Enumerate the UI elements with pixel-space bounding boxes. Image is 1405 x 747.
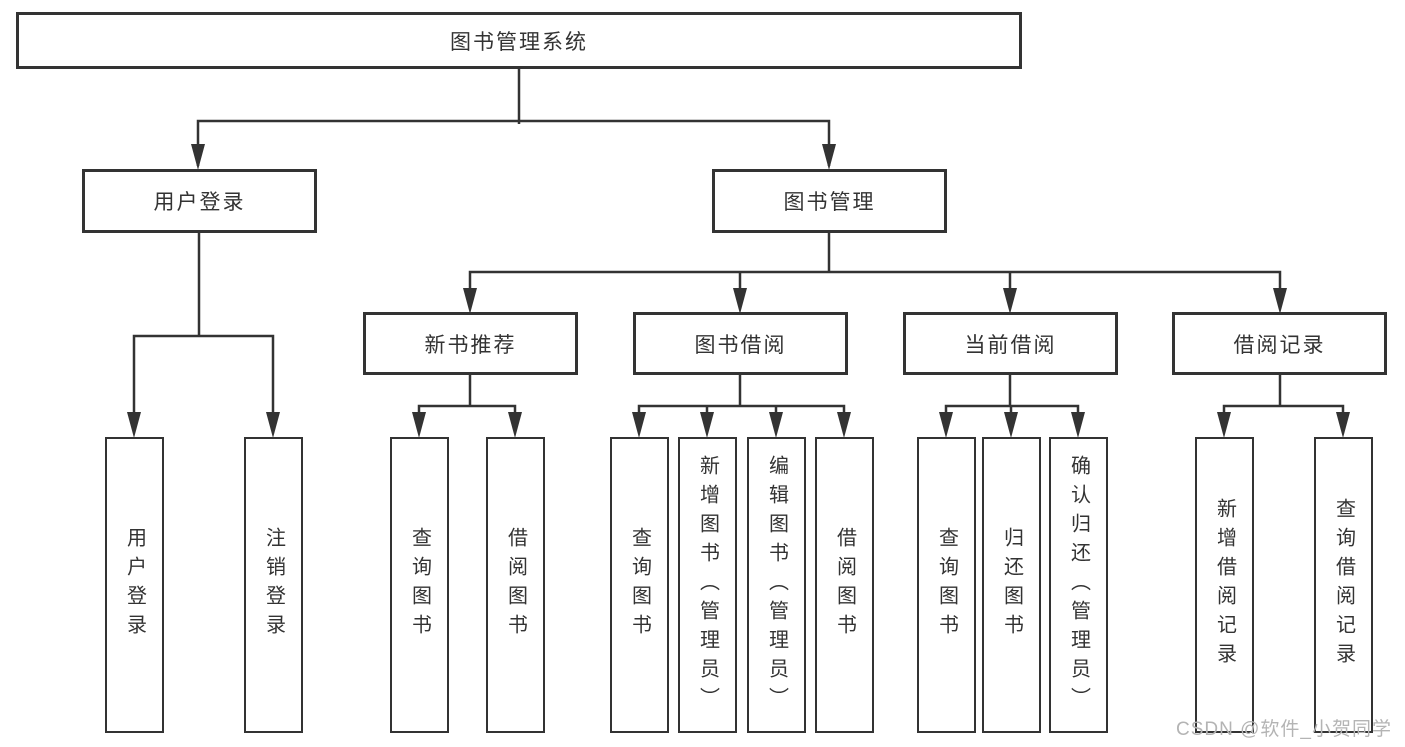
connector-userlogin-split [132, 334, 275, 432]
connector-borrow-split [637, 375, 846, 432]
leaf-user-login: 用户登录 [105, 437, 164, 733]
node-user-login-branch: 用户登录 [82, 169, 317, 233]
node-book-management: 图书管理 [712, 169, 947, 233]
connector-bookmgmt-split [468, 270, 1282, 308]
node-library-system: 图书管理系统 [16, 12, 1022, 69]
node-borrow-records: 借阅记录 [1172, 312, 1387, 375]
leaf-query-books-recommend: 查询图书 [390, 437, 449, 733]
node-book-borrow: 图书借阅 [633, 312, 848, 375]
leaf-return-books: 归还图书 [982, 437, 1041, 733]
connector-current-split [944, 375, 1080, 432]
leaf-logout-login: 注销登录 [244, 437, 303, 733]
leaf-query-borrow-record: 查询借阅记录 [1314, 437, 1373, 733]
leaf-borrow-books-recommend: 借阅图书 [486, 437, 545, 733]
watermark: CSDN @软件_小贺同学 [1176, 719, 1392, 740]
leaf-add-books-admin: 新增图书（管理员） [678, 437, 737, 733]
connector-root-split [196, 119, 831, 166]
leaf-query-books-current: 查询图书 [917, 437, 976, 733]
leaf-query-books-borrow: 查询图书 [610, 437, 669, 733]
leaf-edit-books-admin: 编辑图书（管理员） [747, 437, 806, 733]
leaf-add-borrow-record: 新增借阅记录 [1195, 437, 1254, 733]
node-current-borrow: 当前借阅 [903, 312, 1118, 375]
connector-records-split [1222, 375, 1345, 432]
connector-recommend-split [417, 375, 517, 432]
leaf-borrow-books: 借阅图书 [815, 437, 874, 733]
leaf-confirm-return-admin: 确认归还（管理员） [1049, 437, 1108, 733]
node-new-book-recommend: 新书推荐 [363, 312, 578, 375]
